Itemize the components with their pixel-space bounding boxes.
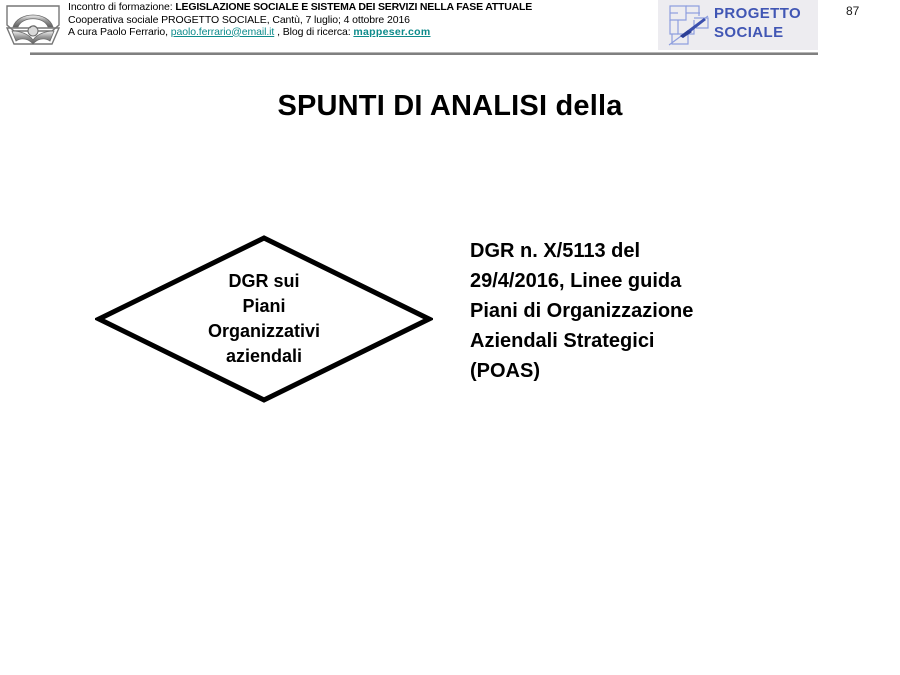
arch-book-emblem-icon (4, 3, 62, 47)
header-author-middle: , Blog di ricerca: (274, 25, 354, 38)
header-course-line: Incontro di formazione: LEGISLAZIONE SOC… (68, 1, 648, 14)
progetto-sociale-logo: PROGETTO SOCIALE (658, 0, 818, 50)
header-org-line: Cooperativa sociale PROGETTO SOCIALE, Ca… (68, 13, 410, 26)
header-author-prefix: A cura Paolo Ferrario, (68, 25, 171, 38)
logo-wordmark: PROGETTO SOCIALE (714, 5, 801, 43)
header-divider (30, 52, 818, 55)
header-course-lead: Incontro di formazione: (68, 1, 176, 13)
progetto-sociale-logo-icon (666, 4, 710, 46)
diamond-label: DGR sui Piani Organizzativi aziendali (207, 271, 321, 366)
dgr-reference-text: DGR n. X/5113 del 29/4/2016, Linee guida… (470, 240, 694, 382)
logo-word-progetto: PROGETTO (714, 5, 802, 22)
diamond-shape: DGR sui Piani Organizzativi aziendali (95, 234, 433, 404)
email-link[interactable]: paolo.ferrario@email.it (170, 25, 275, 38)
header-course-title: LEGISLAZIONE SOCIALE E SISTEMA DEI SERVI… (175, 1, 533, 13)
logo-word-sociale: SOCIALE (714, 23, 784, 41)
page-number: 87 (846, 4, 860, 18)
diamond-outline-icon (95, 235, 433, 403)
blog-link[interactable]: mappeser.com (353, 25, 431, 38)
header-text-block: Incontro di formazione: LEGISLAZIONE SOC… (68, 1, 648, 39)
slide-header: Incontro di formazione: LEGISLAZIONE SOC… (0, 0, 900, 58)
page-title: SPUNTI DI ANALISI della (277, 90, 623, 122)
header-author-line: A cura Paolo Ferrario, paolo.ferrario@em… (68, 25, 648, 39)
